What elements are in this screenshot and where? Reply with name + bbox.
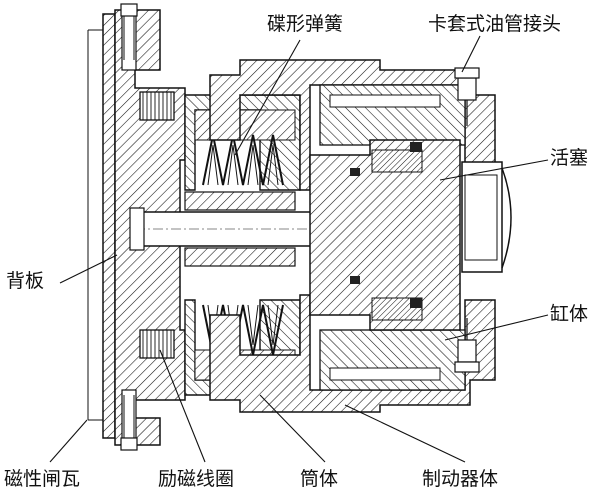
- cylinder-lower: [319, 329, 466, 391]
- top-bolt: [120, 3, 138, 60]
- label-piston: 活塞: [550, 147, 588, 169]
- bottom-bolt: [120, 395, 138, 451]
- seal-rings: [350, 142, 422, 308]
- label-excitation-coil: 励磁线圈: [158, 468, 234, 490]
- ferrule-fitting-bottom: [454, 318, 480, 373]
- label-disc-spring: 碟形弹簧: [267, 13, 343, 35]
- label-magnetic-shoe: 磁性闸瓦: [4, 468, 80, 490]
- cylinder-upper: [319, 84, 466, 146]
- label-brake-body: 制动器体: [422, 468, 498, 490]
- label-barrel: 筒体: [300, 468, 338, 490]
- disc-spring-stack-upper: [202, 134, 284, 186]
- label-back-plate: 背板: [6, 270, 44, 292]
- ferrule-fitting-top: [454, 67, 480, 126]
- label-ferrule-fitting: 卡套式油管接头: [428, 13, 561, 35]
- end-cap: [461, 161, 512, 273]
- piston: [309, 139, 461, 331]
- excitation-coil-lower: [139, 329, 175, 359]
- label-cylinder: 缸体: [550, 303, 588, 325]
- excitation-coil-upper: [139, 91, 175, 121]
- magnetic-shoe: [87, 13, 116, 439]
- leader-lines: [49, 35, 549, 463]
